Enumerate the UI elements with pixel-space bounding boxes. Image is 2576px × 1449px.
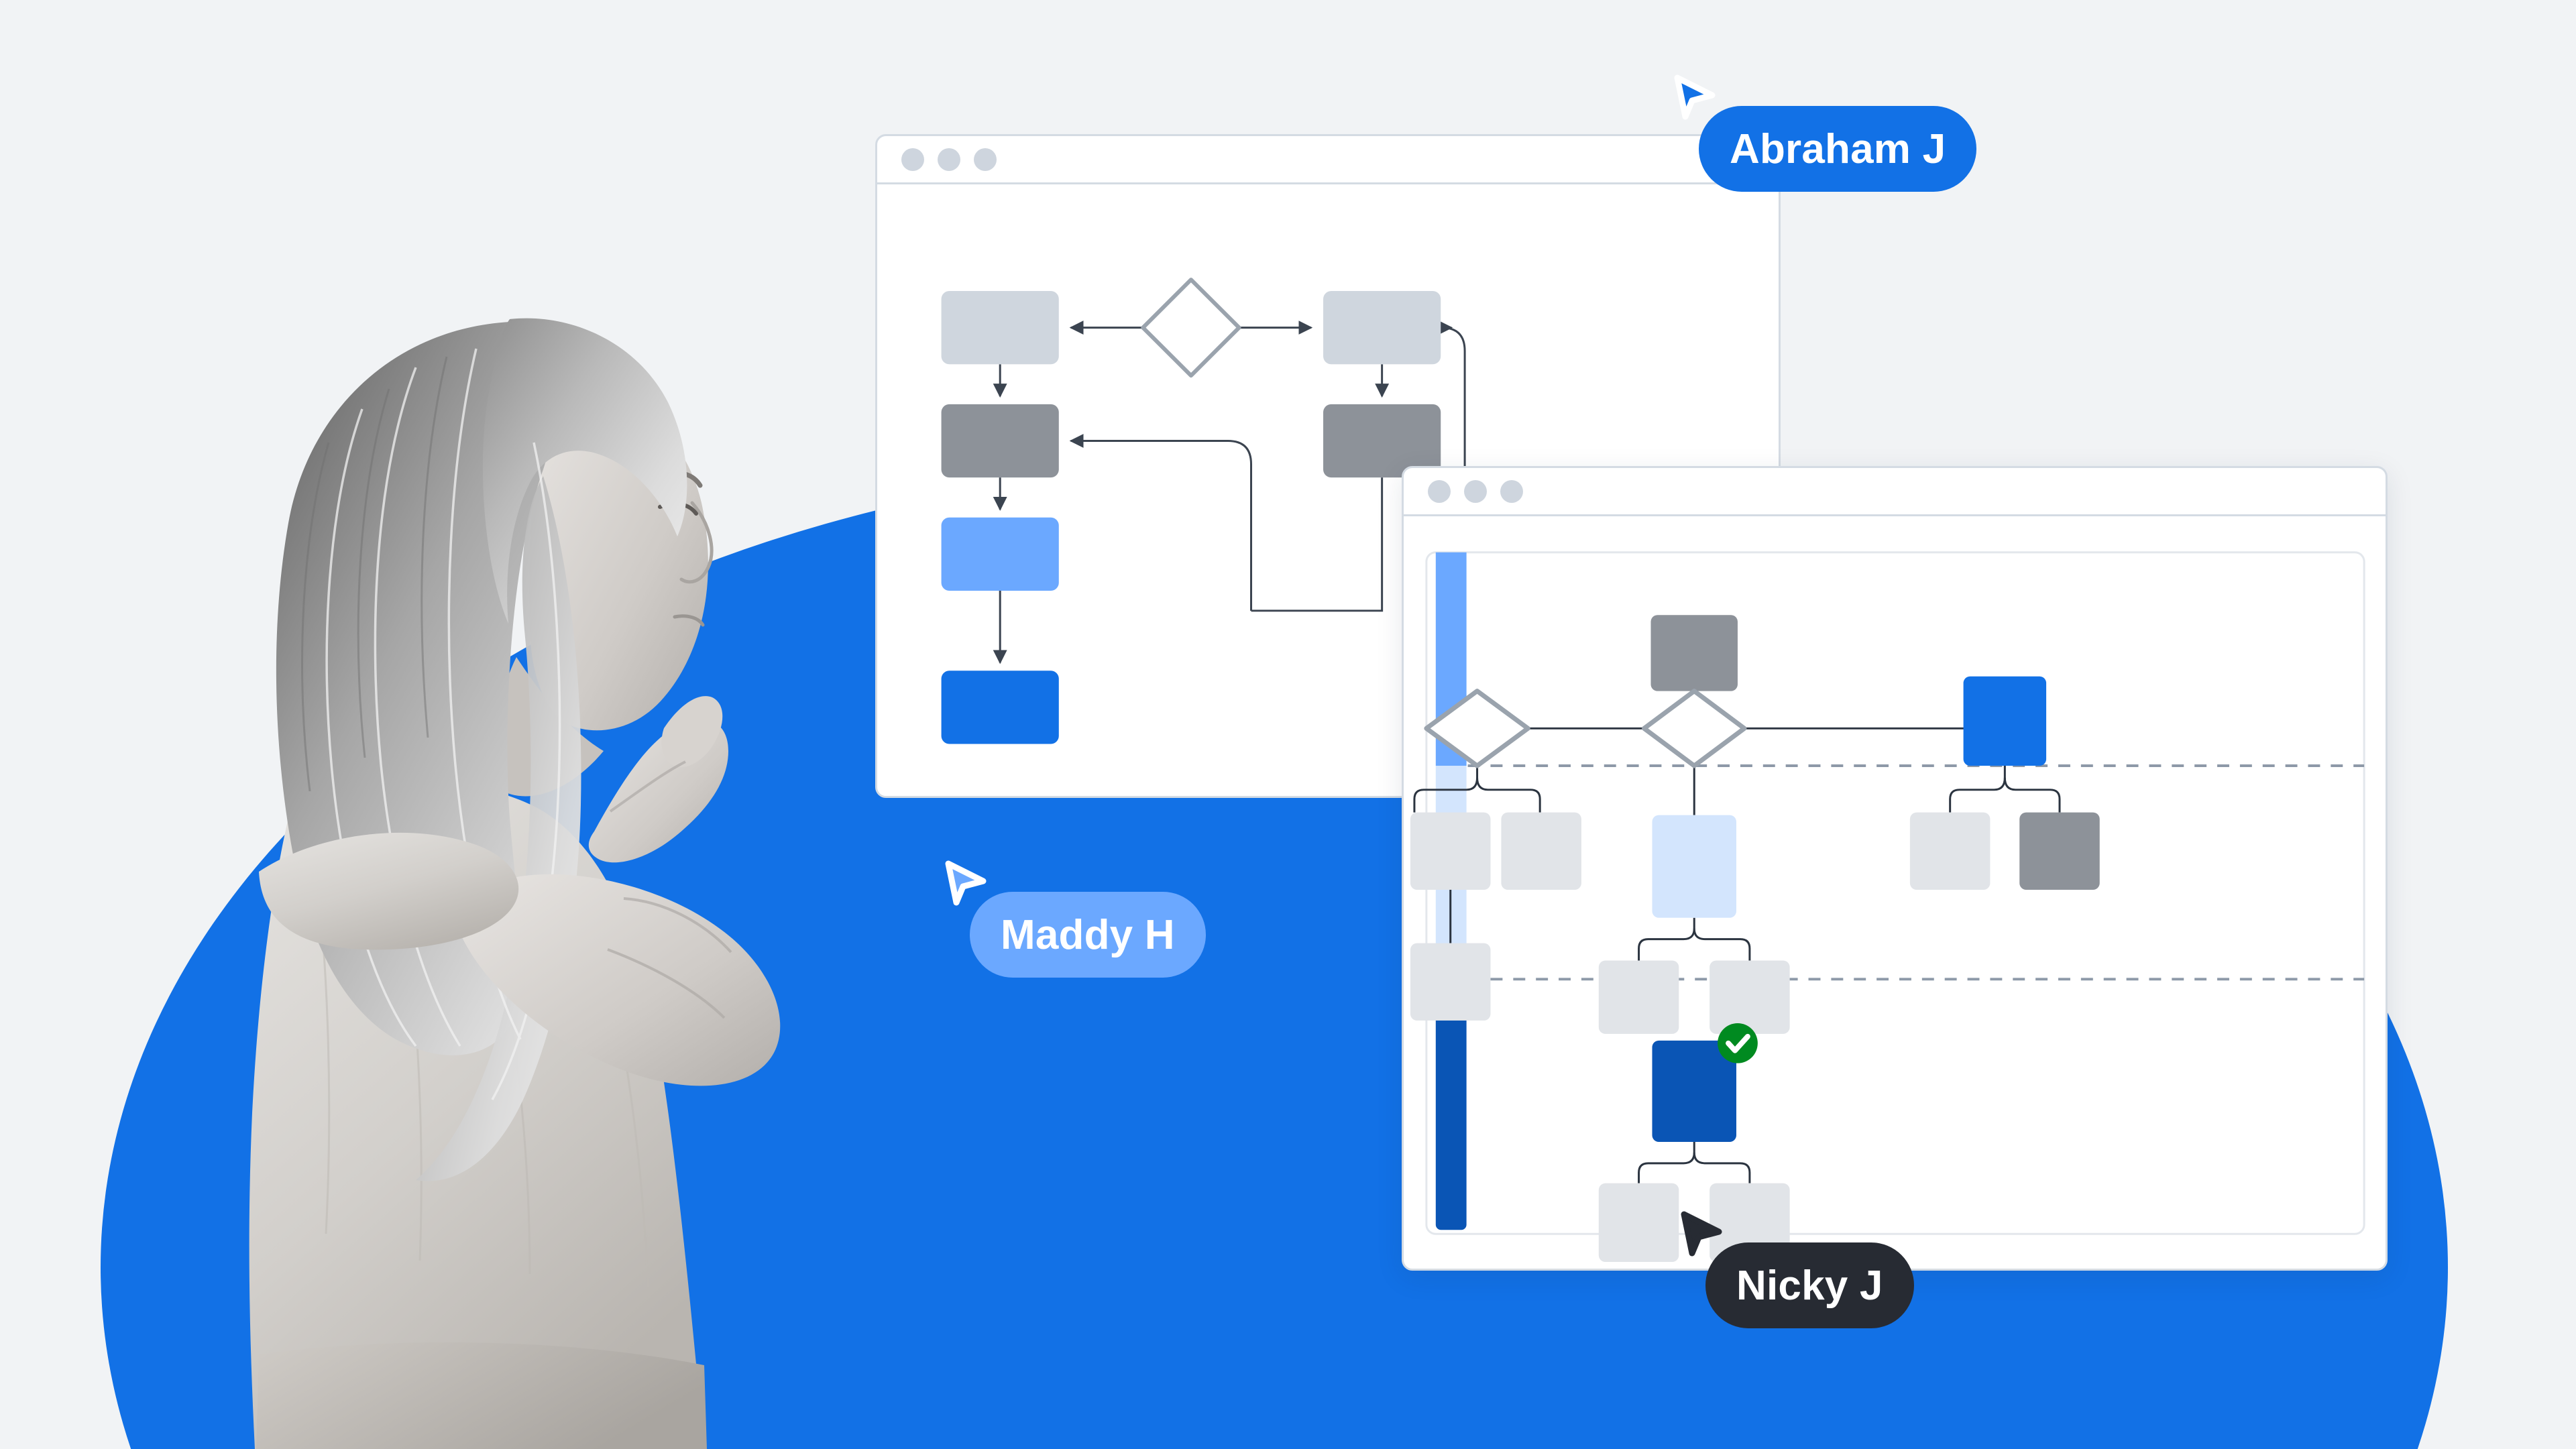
window-dot-close-icon[interactable]: [901, 148, 924, 171]
window-dot-maximize-icon[interactable]: [974, 148, 997, 171]
window-two-titlebar: [1404, 468, 2386, 516]
flow-node: [941, 278, 1441, 744]
check-icon: [1726, 1033, 1750, 1053]
window-dot-close-icon[interactable]: [1428, 479, 1451, 503]
org-connectors: [1413, 691, 2061, 1183]
cursor-arrow-icon: [1674, 74, 1716, 120]
cursor-tag-abraham[interactable]: Abraham J: [1673, 74, 1977, 192]
org-node-selected: [1652, 1040, 1736, 1143]
flowchart-diagram: [941, 278, 1466, 744]
cursor-tag-maddy[interactable]: Maddy H: [944, 860, 1206, 978]
cursor-arrow-icon: [945, 860, 987, 906]
board-frame: [1425, 551, 2365, 1235]
org-node-decision-centre: [1642, 689, 1747, 768]
cursor-tag-nicky[interactable]: Nicky J: [1680, 1210, 1914, 1328]
window-dot-minimize-icon[interactable]: [938, 148, 960, 171]
window-dot-maximize-icon[interactable]: [1500, 479, 1523, 503]
window-dot-minimize-icon[interactable]: [1464, 479, 1487, 503]
org-chart-window[interactable]: [1402, 466, 2388, 1271]
org-chart-diagram: [1410, 551, 2365, 1263]
thinking-woman-photo: [194, 188, 805, 1449]
cursor-label-nicky: Nicky J: [1705, 1242, 1914, 1328]
org-node-root: [1650, 615, 1738, 691]
window-one-canvas[interactable]: [877, 184, 1779, 796]
org-node-blue: [1963, 676, 2047, 766]
org-node-decision-left: [1424, 689, 1530, 768]
window-two-canvas[interactable]: [1404, 516, 2386, 1269]
cursor-arrow-icon: [1681, 1211, 1722, 1257]
cursor-label-abraham: Abraham J: [1699, 106, 1977, 192]
approved-check-badge: [1718, 1023, 1758, 1063]
cursor-label-maddy: Maddy H: [970, 892, 1206, 978]
window-one-titlebar: [877, 136, 1779, 184]
